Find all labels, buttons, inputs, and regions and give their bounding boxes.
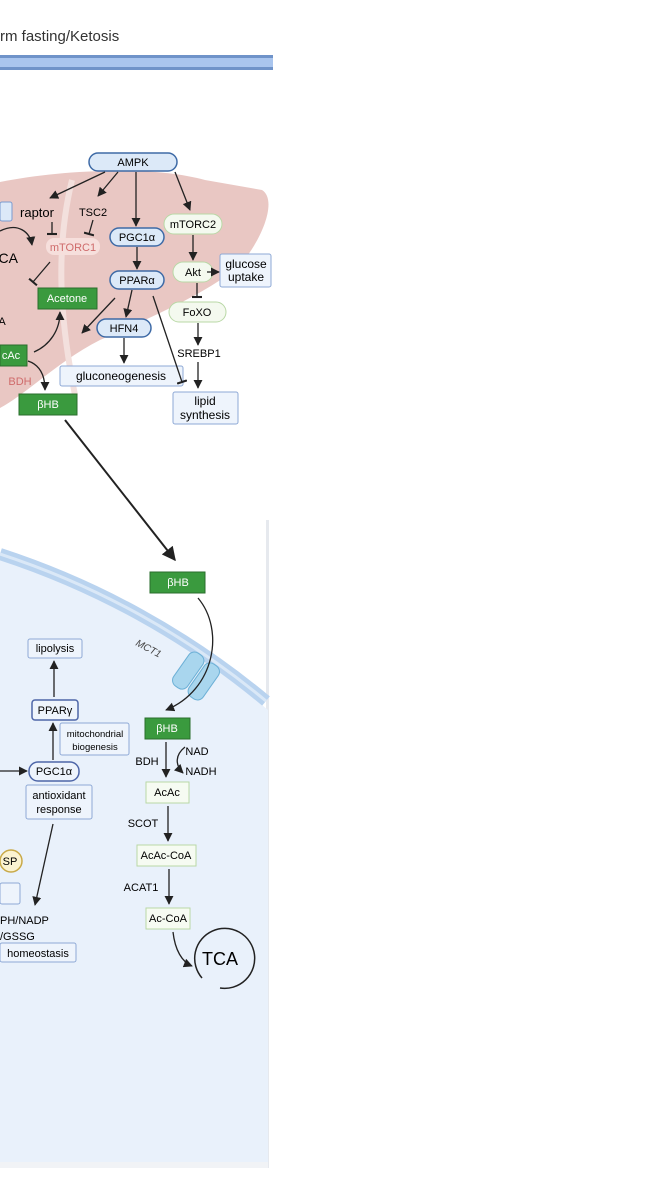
cell-pgc1a-label: PGC1α (36, 766, 73, 778)
acat1-label: ACAT1 (124, 882, 159, 894)
cell-arrows (0, 597, 256, 990)
liver-arrows (27, 171, 220, 562)
ampk-label: AMPK (117, 157, 149, 169)
ppara-node (109, 270, 165, 290)
ppara-label: PPARα (119, 275, 155, 287)
nadh-label: NADH (185, 766, 216, 778)
cell-pgc1a-node (28, 761, 80, 782)
cell-bhb-node (144, 717, 191, 740)
mtorc2-node (163, 213, 223, 235)
glucose-uptake-label: uptake (228, 270, 264, 284)
mito-biogenesis-box (59, 722, 130, 756)
scot-label: SCOT (128, 818, 159, 830)
cell-bdh-label: BDH (135, 756, 158, 768)
tca-cycle-arrow (0, 226, 36, 246)
mtorc1-label: mTORC1 (50, 242, 96, 254)
partial-a-label: A (0, 316, 6, 328)
lipid-synthesis-box (172, 391, 239, 425)
glucose-uptake-label: glucose (225, 257, 267, 271)
ampk-node (88, 152, 178, 172)
acac-coa-node (136, 844, 197, 867)
lipid-synthesis-label: synthesis (180, 408, 230, 422)
ppary-node (31, 699, 79, 721)
yellow-node (0, 849, 23, 873)
glucose-uptake-box (219, 253, 272, 288)
acac-coa-label: AcAc-CoA (141, 850, 192, 862)
ppary-label: PPARγ (38, 705, 73, 717)
ac-coa-label: Ac-CoA (149, 913, 188, 925)
liver-acac-label: cAc (2, 350, 21, 362)
title-underline-bar (0, 55, 273, 70)
antioxidant-response-label: response (36, 804, 81, 816)
liver-bhb-label: βHB (37, 399, 59, 411)
gluconeogenesis-label: gluconeogenesis (76, 369, 166, 383)
raptor-label: raptor (20, 205, 55, 220)
srebp1-label: SREBP1 (177, 348, 220, 360)
blood-bhb-label: βHB (167, 577, 189, 589)
liver-tca-label: TCA (0, 250, 19, 266)
mtorc1-node (46, 238, 100, 255)
gluconeogenesis-box (59, 365, 184, 387)
liver-acac-node (0, 344, 28, 367)
gssg-label: /GSSG (0, 931, 35, 943)
liver-bdh-label: BDH (8, 376, 31, 388)
partial-box (0, 882, 21, 905)
cell-tca-label: TCA (202, 949, 238, 969)
mtorc2-label: mTORC2 (170, 219, 216, 231)
nadph-label: PH/NADP (0, 915, 49, 927)
antioxidant-response-label: antioxidant (32, 790, 85, 802)
mito-biogenesis-label: biogenesis (72, 742, 118, 753)
hfn4-label: HFN4 (110, 323, 139, 335)
pgc1a-node (109, 227, 165, 247)
akt-label: Akt (185, 267, 201, 279)
hfn4-node (96, 318, 152, 338)
homeostasis-box (0, 942, 77, 963)
cell-bhb-label: βHB (156, 723, 178, 735)
ac-coa-node (145, 907, 191, 930)
antioxidant-response-box (25, 784, 93, 820)
partial-node (0, 201, 13, 222)
mct1-transporter (172, 651, 220, 701)
acetone-label: Acetone (47, 293, 87, 305)
acetone-node (37, 287, 98, 310)
mito-biogenesis-label: mitochondrial (67, 729, 124, 740)
cell-acac-label: AcAc (154, 787, 180, 799)
foxo-label: FoXO (183, 307, 212, 319)
pgc1a-label: PGC1α (119, 232, 156, 244)
figure-title: rm fasting/Ketosis (0, 28, 120, 45)
nad-label: NAD (185, 746, 208, 758)
lipid-synthesis-label: lipid (194, 394, 215, 408)
liver-bhb-node (18, 393, 78, 416)
homeostasis-label: homeostasis (7, 948, 69, 960)
cell-acac-node (145, 781, 190, 804)
yellow-node-label: SP (3, 856, 18, 868)
foxo-node (168, 301, 227, 323)
tsc2-label: TSC2 (79, 207, 107, 219)
blood-bhb-node (149, 571, 206, 594)
lipolysis-label: lipolysis (36, 643, 75, 655)
lipolysis-box (27, 638, 83, 659)
